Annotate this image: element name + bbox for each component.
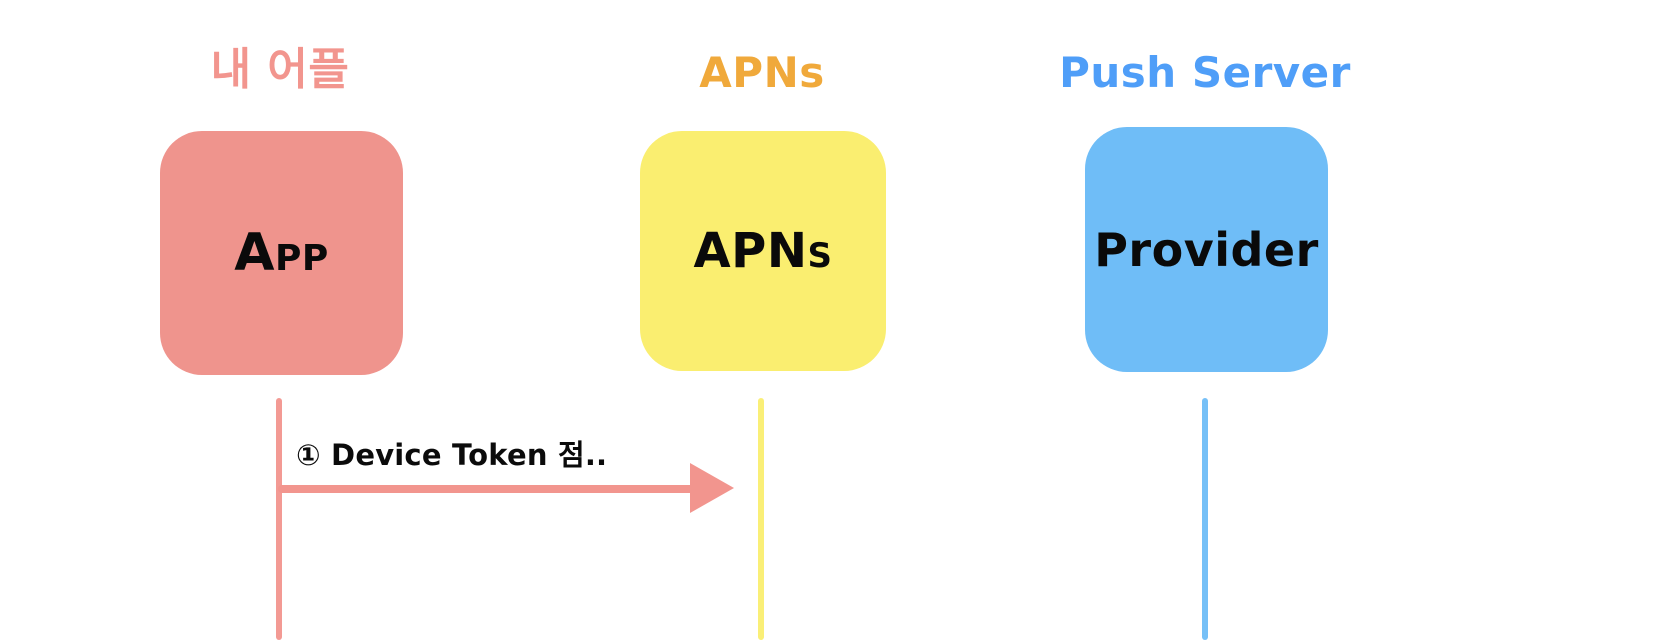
column-title-push-server: Push Server: [1059, 48, 1351, 97]
arrow-head-icon: [690, 463, 734, 513]
lifeline-app: [276, 398, 282, 640]
actor-box-app: App: [160, 131, 403, 375]
actor-label-app: App: [234, 223, 329, 283]
lifeline-provider: [1202, 398, 1208, 640]
arrow-shaft: [278, 485, 698, 493]
column-title-app: 내 어플: [210, 44, 350, 95]
message-label-1: ① Device Token 점..: [296, 438, 608, 472]
actor-label-provider: Provider: [1094, 222, 1319, 277]
lifeline-apns: [758, 398, 764, 640]
actor-box-apns: APNs: [640, 131, 886, 371]
message-arrow-shaft-1: [278, 485, 698, 493]
actor-box-provider: Provider: [1085, 127, 1328, 372]
column-title-apns: APNs: [699, 48, 825, 97]
actor-label-apns: APNs: [693, 223, 833, 279]
